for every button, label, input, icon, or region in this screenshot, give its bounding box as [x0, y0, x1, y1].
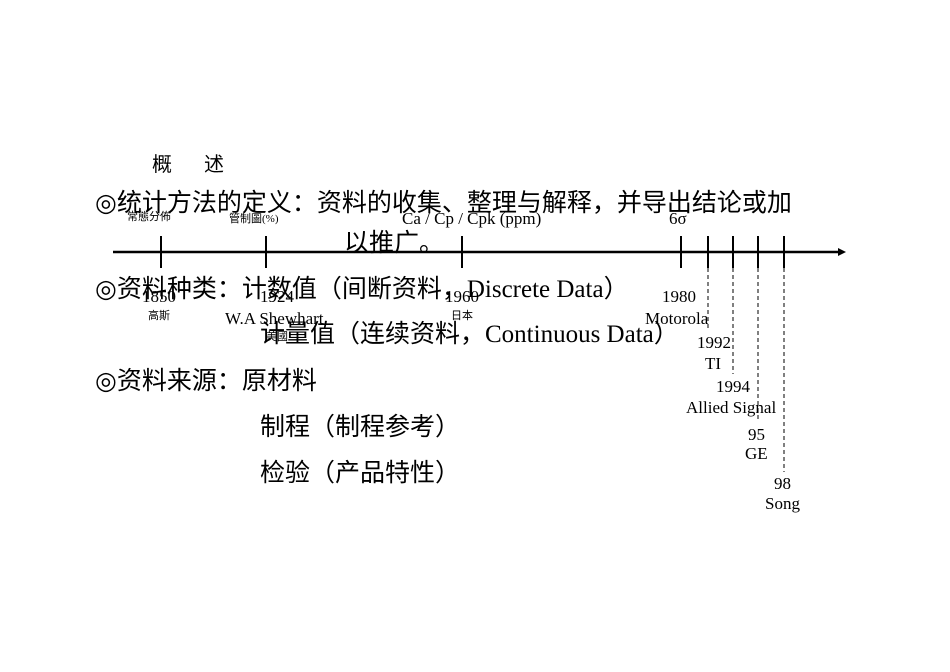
event-1994-year: 1994	[716, 377, 750, 396]
event-1924-who: W.A Shewhart	[225, 309, 324, 328]
event-1850-who: 高斯	[148, 310, 170, 322]
event-1850-year: 1850	[142, 287, 176, 306]
label-normal-distribution: 常態分佈	[127, 211, 171, 223]
types-item-discrete: 计数值（间断资料，Discrete Data）	[241, 276, 629, 303]
label-control-chart-text: 管制圖(%)	[229, 213, 279, 225]
types-label: 资料种类：	[116, 276, 242, 303]
definition-continuation: 以推广。	[344, 230, 445, 257]
event-1924-year: 1924	[260, 287, 294, 306]
label-control-chart: 管制圖(%)	[229, 210, 279, 227]
sources-item-raw-material: 原材料	[241, 368, 317, 395]
bullet-data-sources: ◎资料来源：原材料	[95, 366, 317, 397]
label-capability-index: Ca / Cp / Cpk (ppm)	[402, 209, 542, 228]
bullet-data-types: ◎资料种类：计数值（间断资料，Discrete Data）	[95, 274, 629, 305]
event-1994-who: Allied Signal	[686, 398, 777, 417]
event-1924-country: 美國	[266, 331, 288, 343]
bullet-mark: ◎	[95, 274, 117, 303]
page-title: 概 述	[152, 154, 230, 176]
event-98-year: 98	[774, 474, 791, 493]
event-1960-year: 1960	[445, 287, 479, 306]
event-98-who: Song	[765, 494, 800, 513]
event-1960-who: 日本	[451, 310, 473, 322]
event-1980-year: 1980	[662, 287, 696, 306]
types-item-continuous: 计量值（连续资料，Continuous Data）	[260, 321, 679, 348]
event-1992-year: 1992	[697, 333, 731, 352]
bullet-mark: ◎	[95, 366, 117, 395]
event-1992-who: TI	[705, 354, 722, 373]
event-95-year: 95	[748, 425, 765, 444]
event-1980-who: Motorola	[645, 309, 709, 328]
timeline-arrowhead	[838, 248, 846, 256]
sources-label: 资料来源：	[116, 368, 242, 395]
label-six-sigma: 6σ	[669, 209, 687, 228]
definition-label: 统计方法的定义：	[116, 190, 317, 217]
bullet-definition: ◎统计方法的定义：资料的收集、整理与解释，并导出结论或加	[95, 188, 792, 219]
event-95-who: GE	[745, 444, 768, 463]
sources-item-process: 制程（制程参考）	[260, 414, 461, 441]
bullet-mark: ◎	[95, 188, 117, 217]
definition-text: 资料的收集、整理与解释，并导出结论或加	[316, 190, 792, 217]
sources-item-inspection: 检验（产品特性）	[260, 460, 461, 487]
